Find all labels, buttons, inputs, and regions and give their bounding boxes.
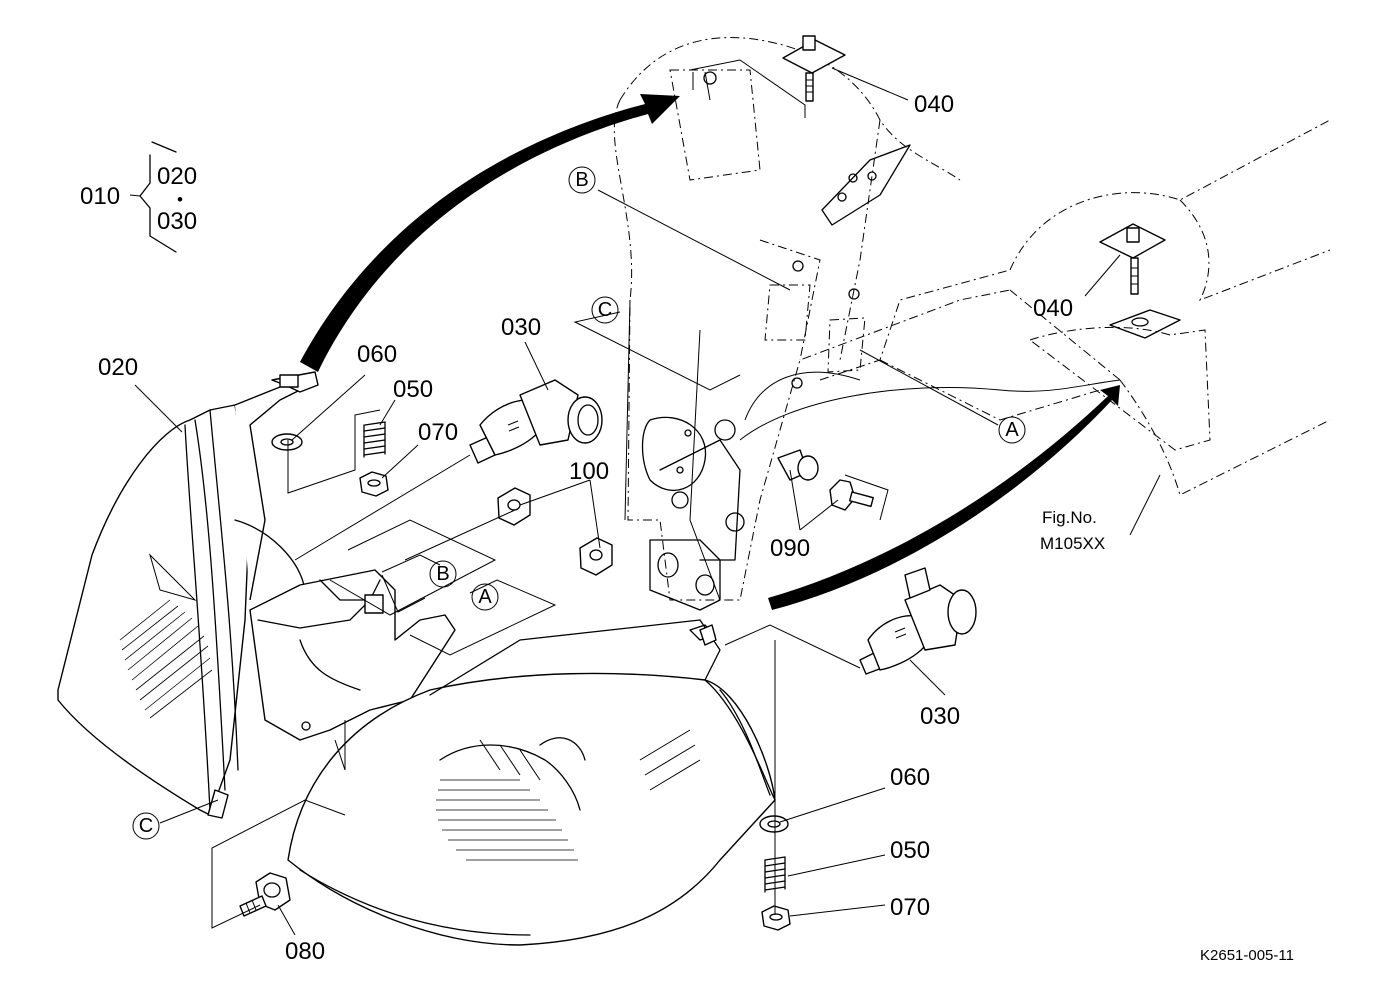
grommet-bolt-090-b [829, 479, 874, 511]
curved-arrow-icon [768, 385, 1120, 610]
svg-text:A: A [1005, 419, 1019, 441]
fig-note-line1: Fig.No. [1042, 508, 1097, 527]
callout-070-lower: 070 [890, 894, 930, 921]
bulb-030-lower [859, 567, 977, 675]
bolt-040-top [782, 35, 846, 102]
svg-text:B: B [436, 563, 449, 585]
svg-text:B: B [575, 169, 588, 191]
bracket-dot: • [177, 190, 183, 209]
bulb-030-upper [469, 379, 603, 464]
svg-text:A: A [478, 586, 492, 608]
callout-060-upper: 060 [357, 341, 397, 368]
tractor-frame [613, 37, 1331, 601]
ref-circle-b-upper: B [568, 166, 596, 194]
ref-circle-a-lower: A [471, 583, 499, 611]
callout-070-upper: 070 [418, 419, 458, 446]
svg-text:C: C [598, 299, 612, 321]
callout-080: 080 [285, 938, 325, 965]
ref-circle-c-lower: C [132, 812, 160, 840]
nut-070-upper [359, 471, 389, 497]
callout-040-right: 040 [1033, 295, 1073, 322]
ref-circle-a-right: A [998, 416, 1026, 444]
callout-020-bracket: 020 [157, 163, 197, 190]
ref-circle-b-lower: B [429, 560, 457, 588]
lamp-lens-hatch [436, 779, 578, 861]
lamp-lens-hatch [119, 599, 213, 719]
bolt-040-right [1099, 223, 1181, 339]
nut-070-lower [761, 905, 791, 931]
callout-100: 100 [569, 458, 609, 485]
drawing-code: K2651-005-11 [1200, 947, 1294, 964]
ref-circle-c-upper: C [591, 296, 619, 324]
left-headlamp [57, 371, 319, 819]
callout-050-lower: 050 [890, 837, 930, 864]
callout-020: 020 [98, 354, 138, 381]
callout-040-top: 040 [914, 91, 954, 118]
curved-arrow-icon [300, 94, 680, 372]
grommet-bolt-090-a [777, 449, 819, 481]
steering-column [641, 71, 911, 611]
leader-lines [129, 59, 1161, 936]
callout-030-lower: 030 [920, 703, 960, 730]
screw-080 [239, 872, 291, 917]
washer-060-upper [271, 433, 303, 451]
callout-090: 090 [770, 535, 810, 562]
callout-030-upper: 030 [501, 314, 541, 341]
right-headlamp [249, 569, 776, 946]
callout-060-lower: 060 [890, 764, 930, 791]
grommet-100-a [497, 487, 531, 526]
callout-010: 010 [80, 183, 120, 210]
callout-050-upper: 050 [393, 376, 433, 403]
grommet-100-b [579, 537, 613, 576]
svg-text:C: C [139, 815, 153, 837]
washer-060-lower [759, 815, 789, 833]
fig-note-line2: M105XX [1040, 534, 1105, 553]
spring-050-upper [363, 421, 386, 458]
callout-030-bracket: 030 [157, 208, 197, 235]
